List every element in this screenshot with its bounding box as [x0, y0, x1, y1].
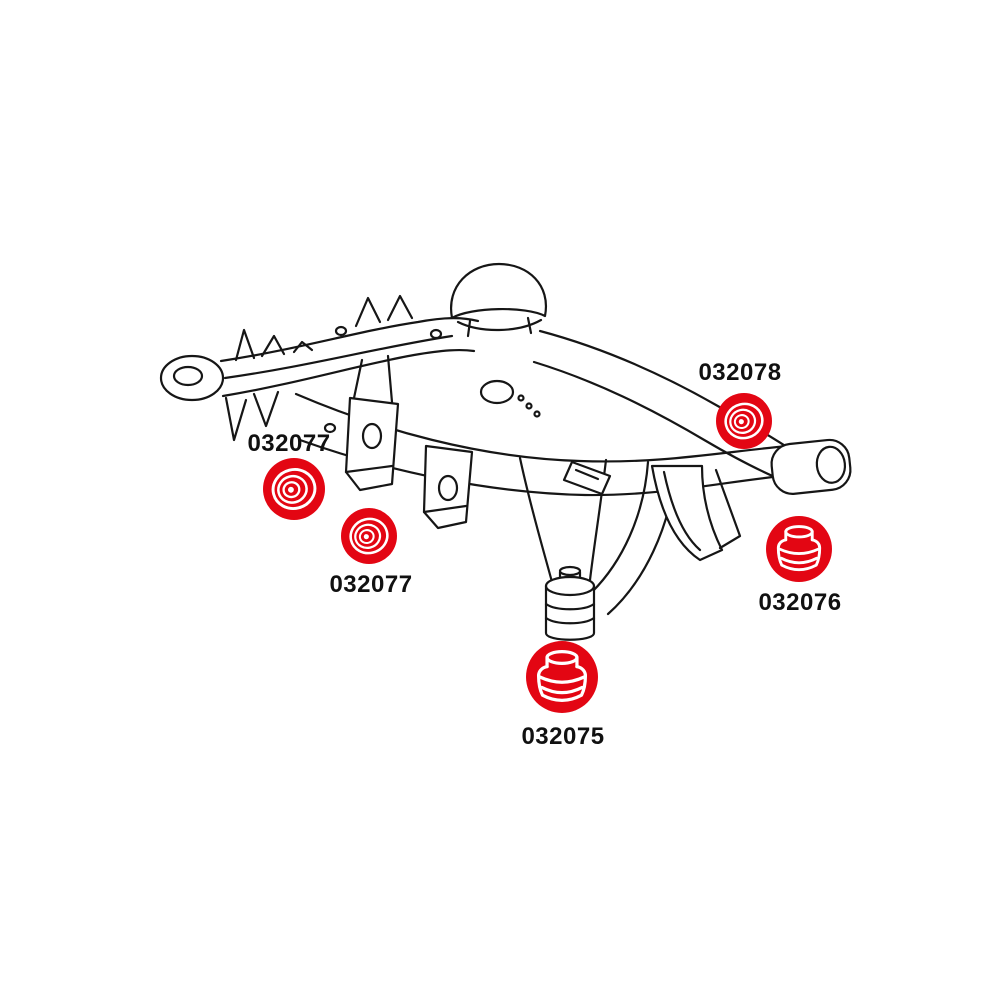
part-label-032075: 032075	[521, 723, 604, 750]
subframe-line-art	[159, 262, 852, 641]
panel-details	[479, 379, 612, 496]
right-end-mount	[770, 438, 852, 495]
left-end-mount	[159, 354, 225, 402]
front-crossmember	[219, 317, 795, 485]
bottom-mount	[544, 565, 596, 641]
bracket-left	[344, 354, 400, 492]
part-marker-032077-left	[263, 458, 325, 520]
top-mount-dome	[449, 262, 548, 338]
bracket-right	[650, 464, 742, 562]
lower-left-tabs	[224, 390, 280, 442]
part-label-032078: 032078	[698, 359, 781, 386]
part-label-032077-left: 032077	[247, 430, 330, 457]
highlight-circle	[716, 393, 772, 449]
bracket-center	[422, 444, 474, 530]
part-label-032076: 032076	[758, 589, 841, 616]
part-marker-032076	[766, 516, 832, 582]
part-label-032077-center: 032077	[329, 571, 412, 598]
top-tabs	[234, 294, 443, 362]
part-marker-032077-center	[341, 508, 397, 564]
part-labels: 032077 032077 032078 032076 032075	[247, 359, 841, 750]
part-markers	[263, 393, 832, 713]
part-marker-032078	[716, 393, 772, 449]
highlight-circle	[341, 508, 397, 564]
part-marker-032075	[526, 641, 598, 713]
